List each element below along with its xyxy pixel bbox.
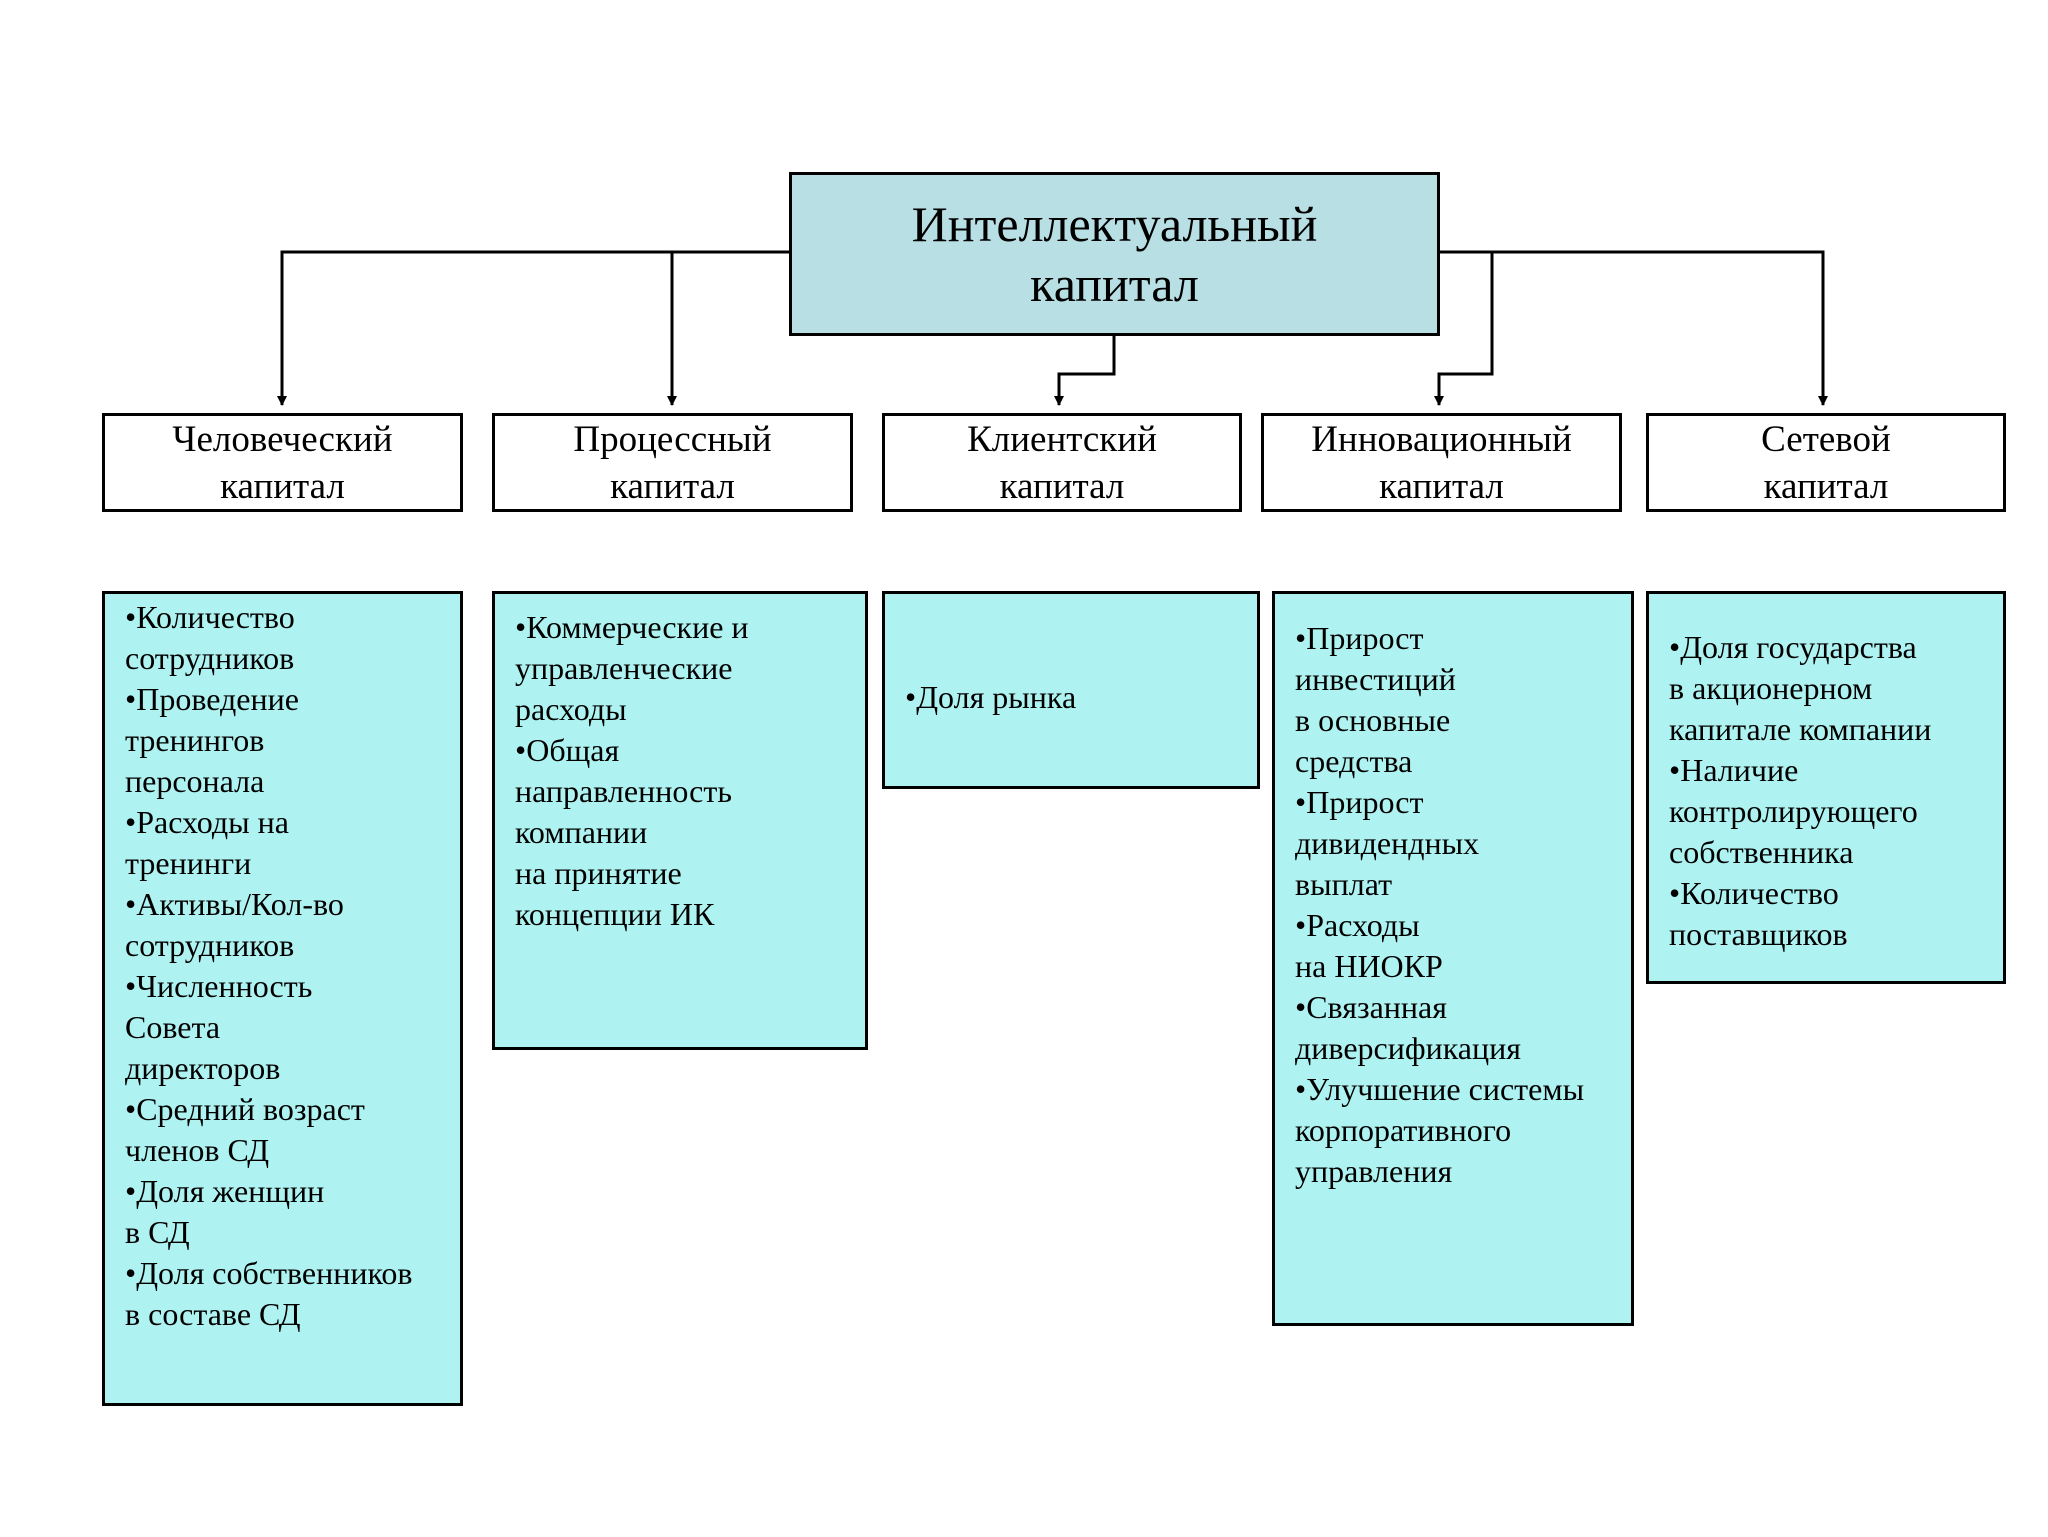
root-node-label: Интеллектуальный капитал	[911, 196, 1318, 312]
indicator-item: •Общая направленность компании на принят…	[515, 732, 732, 932]
indicators-human-capital: •Количество сотрудников •Проведение трен…	[102, 591, 463, 1406]
category-label: Процессный капитал	[573, 418, 772, 507]
indicator-item: •Активы/Кол-во сотрудников	[125, 886, 344, 963]
category-innovation-capital: Инновационный капитал	[1261, 413, 1622, 512]
indicator-list: •Прирост инвестиций в основные средства …	[1295, 618, 1627, 1192]
indicator-item: •Средний возраст членов СД	[125, 1091, 365, 1168]
indicator-item: •Проведение тренингов персонала	[125, 681, 299, 799]
indicator-item: •Прирост инвестиций в основные средства	[1295, 620, 1456, 779]
indicators-process-capital: •Коммерческие и управленческие расходы •…	[492, 591, 868, 1050]
indicator-item: •Количество поставщиков	[1669, 875, 1848, 952]
indicator-item: •Доля собственников в составе СД	[125, 1255, 413, 1332]
indicator-list: •Доля рынка	[905, 677, 1253, 718]
indicator-item: •Связанная диверсификация	[1295, 989, 1521, 1066]
indicator-item: •Количество сотрудников	[125, 599, 295, 676]
category-label: Клиентский капитал	[967, 418, 1157, 507]
indicator-list: •Коммерческие и управленческие расходы •…	[515, 607, 861, 935]
category-process-capital: Процессный капитал	[492, 413, 853, 512]
indicator-item: •Доля женщин в СД	[125, 1173, 325, 1250]
connector-root-to-human-capital	[277, 250, 789, 406]
category-label: Инновационный капитал	[1311, 418, 1572, 507]
indicator-list: •Количество сотрудников •Проведение трен…	[125, 597, 456, 1335]
indicator-item: •Доля рынка	[905, 679, 1077, 715]
indicators-innovation-capital: •Прирост инвестиций в основные средства …	[1272, 591, 1634, 1326]
indicator-item: •Расходы на НИОКР	[1295, 907, 1443, 984]
indicator-list: •Доля государства в акционерном капитале…	[1669, 627, 1999, 955]
connector-root-to-network-capital	[1440, 250, 1828, 406]
root-node-intellectual-capital: Интеллектуальный капитал	[789, 172, 1440, 336]
indicator-item: •Коммерческие и управленческие расходы	[515, 609, 749, 727]
indicators-client-capital: •Доля рынка	[882, 591, 1260, 789]
category-label: Сетевой капитал	[1761, 418, 1891, 507]
connector-root-to-client-capital	[1054, 336, 1116, 406]
indicators-network-capital: •Доля государства в акционерном капитале…	[1646, 591, 2006, 984]
category-human-capital: Человеческий капитал	[102, 413, 463, 512]
category-label: Человеческий капитал	[172, 418, 393, 507]
category-client-capital: Клиентский капитал	[882, 413, 1242, 512]
indicator-item: •Улучшение системы корпоративного управл…	[1295, 1071, 1585, 1189]
connector-root-to-innovation-capital	[1434, 250, 1494, 406]
indicator-item: •Наличие контролирующего собственника	[1669, 752, 1918, 870]
indicator-item: •Доля государства в акционерном капитале…	[1669, 629, 1932, 747]
indicator-item: •Прирост дивидендных выплат	[1295, 784, 1480, 902]
indicator-item: •Численность Совета директоров	[125, 968, 313, 1086]
category-network-capital: Сетевой капитал	[1646, 413, 2006, 512]
indicator-item: •Расходы на тренинги	[125, 804, 289, 881]
